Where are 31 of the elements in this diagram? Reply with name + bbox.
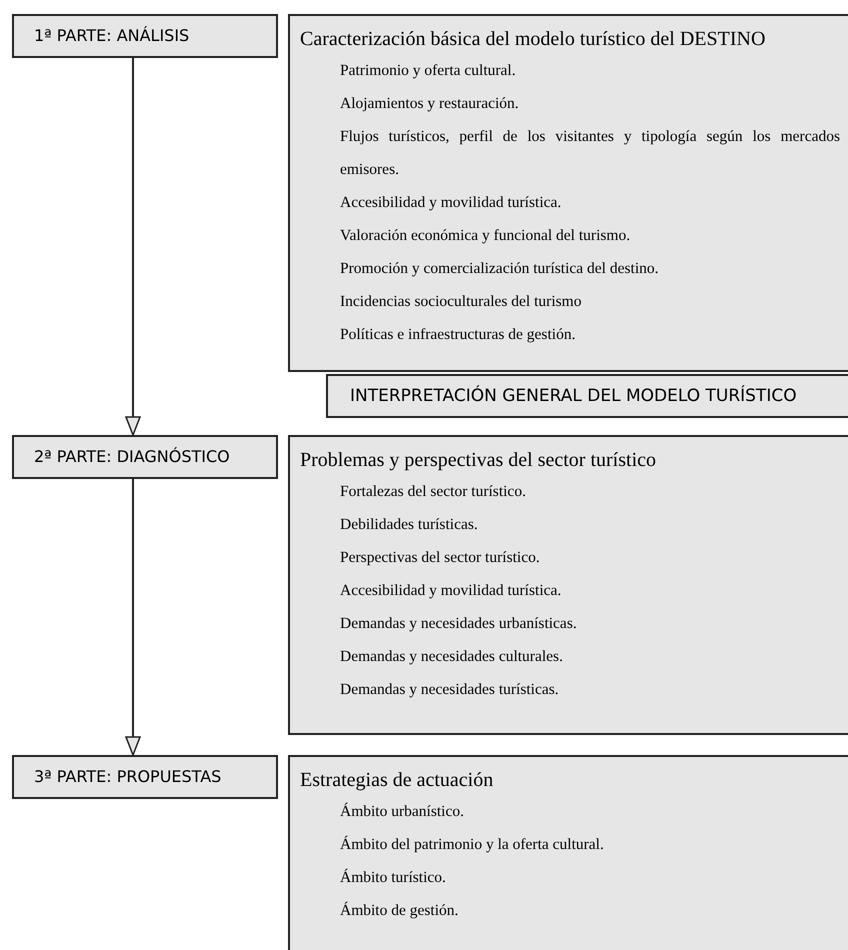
content-panel (288, 14, 848, 372)
list-item: Valoración económica y funcional del turismo. (340, 226, 630, 246)
list-item: Ámbito de gestión. (340, 900, 458, 921)
list-item: Incidencias socioculturales del turismo (340, 292, 582, 312)
arrow (125, 58, 141, 436)
content-panel (288, 435, 848, 735)
list-item: Demandas y necesidades urbanísticas. (340, 614, 577, 634)
list-item: Flujos turísticos, perfil de los visitantes y tipología según los mercados emisores. (340, 127, 840, 180)
list-item: Ámbito urbanístico. (340, 802, 464, 822)
list-item: Perspectivas del sector turístico. (340, 548, 540, 568)
list-item: Accesibilidad y movilidad turística. (340, 193, 562, 213)
content-panel (288, 755, 848, 950)
panel-heading: Estrategias de actuación (300, 768, 494, 793)
list-item: Ámbito turístico. (340, 868, 446, 888)
list-item: Promoción y comercialización turística del destino. (340, 259, 659, 279)
panel-heading: Problemas y perspectivas del sector turístico (300, 448, 656, 473)
interpretation-bar: INTERPRETACIÓN GENERAL DEL MODELO TURÍSTICO (326, 374, 848, 418)
list-item: Debilidades turísticas. (340, 515, 478, 535)
list-item: Demandas y necesidades culturales. (340, 647, 563, 667)
list-item: Alojamientos y restauración. (340, 94, 519, 114)
part-label: 1ª PARTE: ANÁLISIS (12, 14, 278, 58)
arrow (125, 479, 141, 756)
list-item: Patrimonio y oferta cultural. (340, 61, 516, 81)
panel-heading: Caracterización básica del modelo turístico del DESTINO (300, 27, 766, 52)
list-item: Demandas y necesidades turísticas. (340, 680, 559, 700)
list-item: Fortalezas del sector turístico. (340, 482, 526, 502)
part-label: 3ª PARTE: PROPUESTAS (12, 755, 278, 799)
list-item: Políticas e infraestructuras de gestión. (340, 325, 576, 345)
list-item: Accesibilidad y movilidad turística. (340, 581, 562, 601)
list-item: Ámbito del patrimonio y la oferta cultural. (340, 834, 604, 855)
part-label: 2ª PARTE: DIAGNÓSTICO (12, 435, 278, 479)
